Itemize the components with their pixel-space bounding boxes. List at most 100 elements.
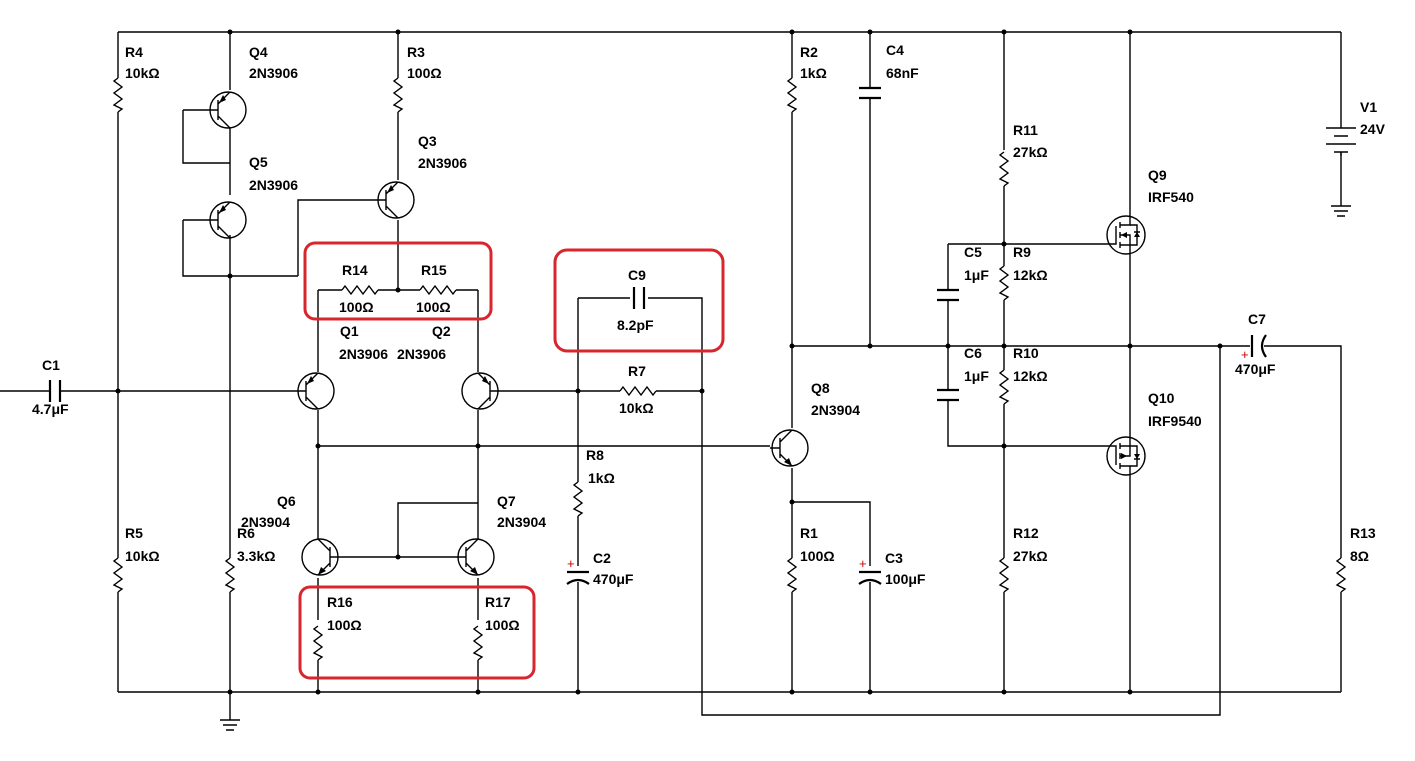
q3-ref: Q3 <box>418 133 437 149</box>
r8-value: 1kΩ <box>588 470 615 486</box>
q5-value: 2N3906 <box>249 177 298 193</box>
r14-ref: R14 <box>342 262 368 278</box>
q4-value: 2N3906 <box>249 65 298 81</box>
r9-value: 12kΩ <box>1013 267 1048 283</box>
q10-value: IRF9540 <box>1148 413 1202 429</box>
ground-icon <box>1331 205 1351 217</box>
r5-ref: R5 <box>125 525 143 541</box>
c6-value: 1μF <box>964 368 989 384</box>
q8-symbol <box>770 429 809 467</box>
r13-ref: R13 <box>1350 525 1376 541</box>
r15-value: 100Ω <box>416 299 451 315</box>
r11-value: 27kΩ <box>1013 144 1048 160</box>
r12-symbol <box>998 557 1010 593</box>
c1-symbol <box>48 380 62 402</box>
c3-polarity-mark: + <box>859 556 867 571</box>
c2-value: 470μF <box>593 571 634 587</box>
c4-value: 68nF <box>886 65 919 81</box>
q6-value: 2N3904 <box>241 514 290 530</box>
r14-symbol <box>341 284 379 296</box>
r4-symbol <box>112 77 124 113</box>
r10-value: 12kΩ <box>1013 368 1048 384</box>
bjt-symbols <box>208 91 809 576</box>
c9-symbol <box>632 287 646 309</box>
r5-symbol <box>112 557 124 593</box>
r8-ref: R8 <box>586 447 604 463</box>
r11-ref: R11 <box>1013 122 1038 138</box>
r16-symbol <box>312 625 324 661</box>
r9-symbol <box>998 265 1010 301</box>
q1-value: 2N3906 <box>339 346 388 362</box>
r9-ref: R9 <box>1013 244 1031 260</box>
r1-value: 100Ω <box>800 548 835 564</box>
c9-value: 8.2pF <box>617 317 654 333</box>
r3-symbol <box>392 77 404 113</box>
q6-ref: Q6 <box>277 493 296 509</box>
highlight-c9 <box>553 248 725 353</box>
r2-ref: R2 <box>800 44 818 60</box>
r14-value: 100Ω <box>339 299 374 315</box>
r12-value: 27kΩ <box>1013 548 1048 564</box>
r17-symbol <box>472 625 484 661</box>
q7-value: 2N3904 <box>497 514 546 530</box>
capacitor-symbols <box>48 86 1267 585</box>
q3-symbol <box>376 181 415 219</box>
component-labels: R4 10kΩ Q4 2N3906 Q5 2N3906 R3 100Ω Q3 2… <box>32 42 1386 633</box>
c7-ref: C7 <box>1248 311 1266 327</box>
r8-symbol <box>572 481 584 517</box>
r6-ref: R6 <box>237 525 255 541</box>
mosfet-symbols <box>1106 215 1146 476</box>
r13-symbol <box>1335 557 1347 593</box>
v1-ref: V1 <box>1360 99 1377 115</box>
r13-value: 8Ω <box>1350 548 1369 564</box>
q8-value: 2N3904 <box>811 402 860 418</box>
c6-symbol <box>937 388 959 402</box>
c3-symbol <box>858 570 882 585</box>
r1-symbol <box>786 557 798 593</box>
highlight-boxes <box>298 241 725 680</box>
r4-value: 10kΩ <box>125 65 160 81</box>
q7-symbol <box>456 538 495 576</box>
c2-symbol <box>566 570 590 585</box>
v1-value: 24V <box>1360 121 1386 137</box>
c1-ref: C1 <box>42 357 60 373</box>
r3-ref: R3 <box>407 44 425 60</box>
r16-ref: R16 <box>327 594 353 610</box>
r6-symbol <box>224 557 236 593</box>
q10-ref: Q10 <box>1148 390 1175 406</box>
r6-value: 3.3kΩ <box>237 548 275 564</box>
c7-value: 470μF <box>1235 361 1276 377</box>
c4-ref: C4 <box>886 42 904 58</box>
q2-value: 2N3906 <box>397 346 446 362</box>
c2-ref: C2 <box>593 550 611 566</box>
c2-polarity-mark: + <box>567 556 575 571</box>
q2-ref: Q2 <box>432 323 451 339</box>
c5-value: 1μF <box>964 267 989 283</box>
q2-symbol <box>461 372 499 410</box>
r16-value: 100Ω <box>327 617 362 633</box>
r4-ref: R4 <box>125 44 143 60</box>
battery-v1-symbol <box>1326 127 1356 156</box>
r17-value: 100Ω <box>485 617 520 633</box>
q9-symbol <box>1106 215 1146 255</box>
q4-ref: Q4 <box>249 44 268 60</box>
c6-ref: C6 <box>964 345 982 361</box>
q1-symbol <box>297 372 335 410</box>
r2-value: 1kΩ <box>800 65 827 81</box>
q10-symbol <box>1106 436 1146 476</box>
c5-ref: C5 <box>964 244 982 260</box>
c1-value: 4.7μF <box>32 401 69 417</box>
c9-ref: C9 <box>628 267 646 283</box>
r1-ref: R1 <box>800 525 818 541</box>
c5-symbol <box>937 288 959 302</box>
q9-value: IRF540 <box>1148 189 1194 205</box>
q1-ref: Q1 <box>340 323 359 339</box>
r11-symbol <box>998 151 1010 187</box>
c7-symbol <box>1250 334 1267 358</box>
junction-dots <box>115 29 1223 695</box>
c4-symbol <box>859 86 881 100</box>
r3-value: 100Ω <box>407 65 442 81</box>
r10-ref: R10 <box>1013 345 1039 361</box>
q6-symbol <box>301 538 340 576</box>
r7-value: 10kΩ <box>619 400 654 416</box>
